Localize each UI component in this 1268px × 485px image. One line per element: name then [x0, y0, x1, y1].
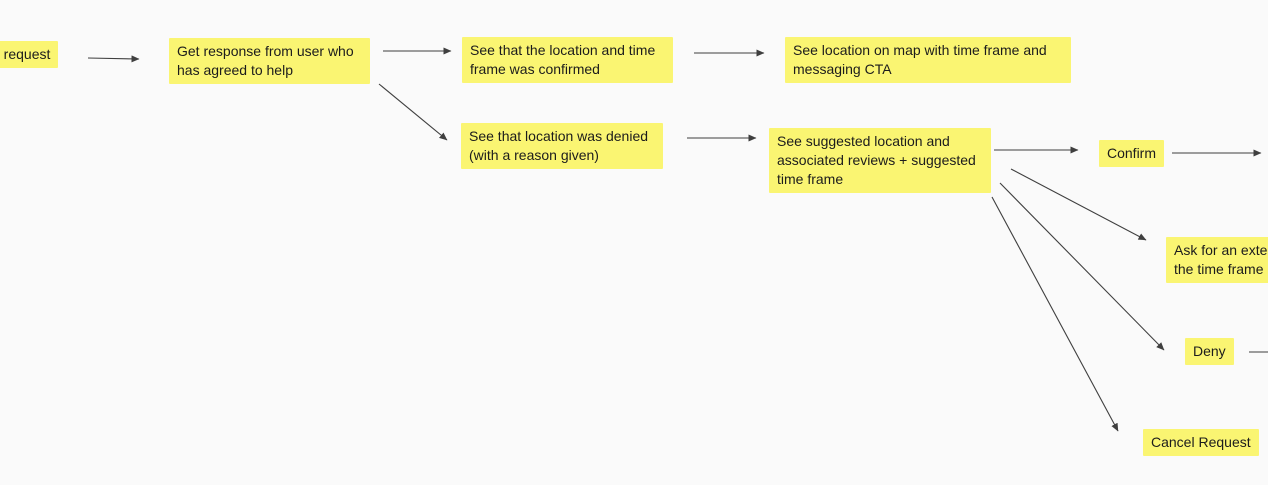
flow-node-label: Get response from user who has agreed to… — [177, 43, 354, 78]
flow-node-suggested-location[interactable]: See suggested location and associated re… — [769, 128, 991, 193]
flow-node-label: Cancel Request — [1151, 434, 1251, 450]
flow-node-location-confirmed[interactable]: See that the location and time frame was… — [462, 37, 673, 83]
flow-node-ask-extension[interactable]: Ask for an exte the time frame — [1166, 237, 1268, 283]
flow-arrow-suggested-location-to-cancel-request[interactable] — [991, 196, 1119, 432]
flow-node-label: Ask for an exte the time frame — [1174, 242, 1268, 277]
flow-node-location-denied[interactable]: See that location was denied (with a rea… — [461, 123, 663, 169]
flow-node-label: Confirm — [1107, 145, 1157, 161]
flow-node-confirm[interactable]: Confirm — [1099, 140, 1165, 167]
flow-arrow-request-to-get-response[interactable] — [87, 55, 140, 63]
flow-node-label: Deny — [1193, 343, 1226, 359]
flow-node-label: See that location was denied (with a rea… — [469, 128, 649, 163]
flow-node-deny[interactable]: Deny — [1185, 338, 1234, 365]
flow-node-get-response[interactable]: Get response from user who has agreed to… — [169, 38, 370, 84]
flow-node-cancel-request[interactable]: Cancel Request — [1143, 429, 1259, 456]
flow-arrow-get-response-to-location-denied[interactable] — [378, 83, 448, 141]
flow-arrow-suggested-location-to-ask-extension[interactable] — [1010, 168, 1147, 241]
flow-node-label: See that the location and time frame was… — [470, 42, 656, 77]
flow-node-map-cta[interactable]: See location on map with time frame and … — [785, 37, 1071, 83]
flow-node-request[interactable]: d request — [0, 41, 59, 68]
flow-node-label: See suggested location and associated re… — [777, 133, 976, 187]
flow-arrow-suggested-location-to-deny[interactable] — [999, 182, 1165, 351]
flow-node-label: See location on map with time frame and … — [793, 42, 1047, 77]
flow-node-label: d request — [3, 46, 51, 62]
